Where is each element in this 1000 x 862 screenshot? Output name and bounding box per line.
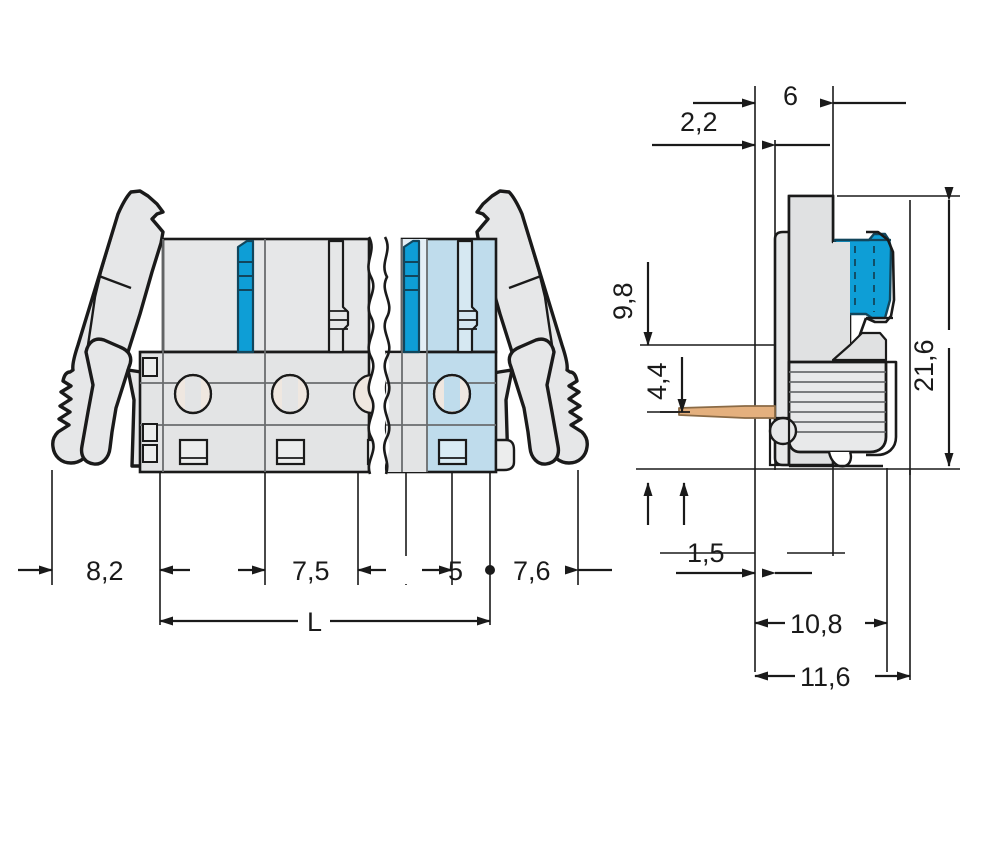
break-line [367, 236, 391, 475]
contact-pin [678, 405, 776, 419]
dim-9-8-label: 9,8 [608, 282, 638, 320]
dim-8-2-label: 8,2 [86, 556, 124, 586]
dim-1-5: 1,5 [643, 482, 812, 578]
dim-21-6-label: 21,6 [909, 339, 939, 392]
wire-entry [275, 438, 306, 466]
dim-5: 5 [357, 556, 495, 586]
dim-origin-dot [485, 565, 495, 575]
dim-1-5-label: 1,5 [687, 538, 725, 568]
dim-7-5-label: 7,5 [292, 556, 330, 586]
dim-8-2: 8,2 [18, 556, 124, 586]
dim-11-6-label: 11,6 [800, 662, 851, 692]
housing-front-left [138, 237, 392, 474]
dim-21-6: 21,6 [909, 187, 954, 467]
dim-7-6-label: 7,6 [513, 556, 551, 586]
test-opening [173, 373, 213, 415]
side-view: 2,2 6 9,8 4,4 21,6 1 [608, 81, 960, 692]
test-opening [432, 373, 472, 415]
dim-6: 6 [762, 81, 906, 150]
dim-10-8-label: 10,8 [790, 609, 843, 639]
dim-7-5: 7,5 [159, 556, 330, 586]
pivot-detail [768, 416, 798, 446]
dim-4-4: 4,4 [642, 357, 687, 413]
dim-6-label: 6 [783, 81, 798, 111]
housing-side [660, 194, 898, 468]
rib-lines [789, 371, 886, 433]
dim-11-6: 11,6 [754, 660, 911, 692]
wire-entry [178, 438, 209, 466]
front-extension-lines [51, 470, 579, 625]
wire-entry [437, 438, 468, 466]
test-opening [270, 373, 310, 415]
dim-L: L [159, 606, 491, 637]
dim-2-2: 2,2 [652, 98, 756, 150]
dim-7-6: 7,6 [513, 556, 612, 586]
dim-L-label: L [307, 607, 322, 637]
housing-front-right [384, 237, 516, 474]
dim-9-8: 9,8 [608, 262, 653, 346]
dim-4-4-label: 4,4 [642, 362, 672, 400]
dim-2-2-label: 2,2 [680, 107, 718, 137]
front-view: 8,2 7,5 5 7,6 L [18, 189, 612, 637]
left-locking-lever [51, 189, 165, 468]
dim-10-8: 10,8 [754, 607, 888, 639]
dim-5-label: 5 [448, 556, 463, 586]
